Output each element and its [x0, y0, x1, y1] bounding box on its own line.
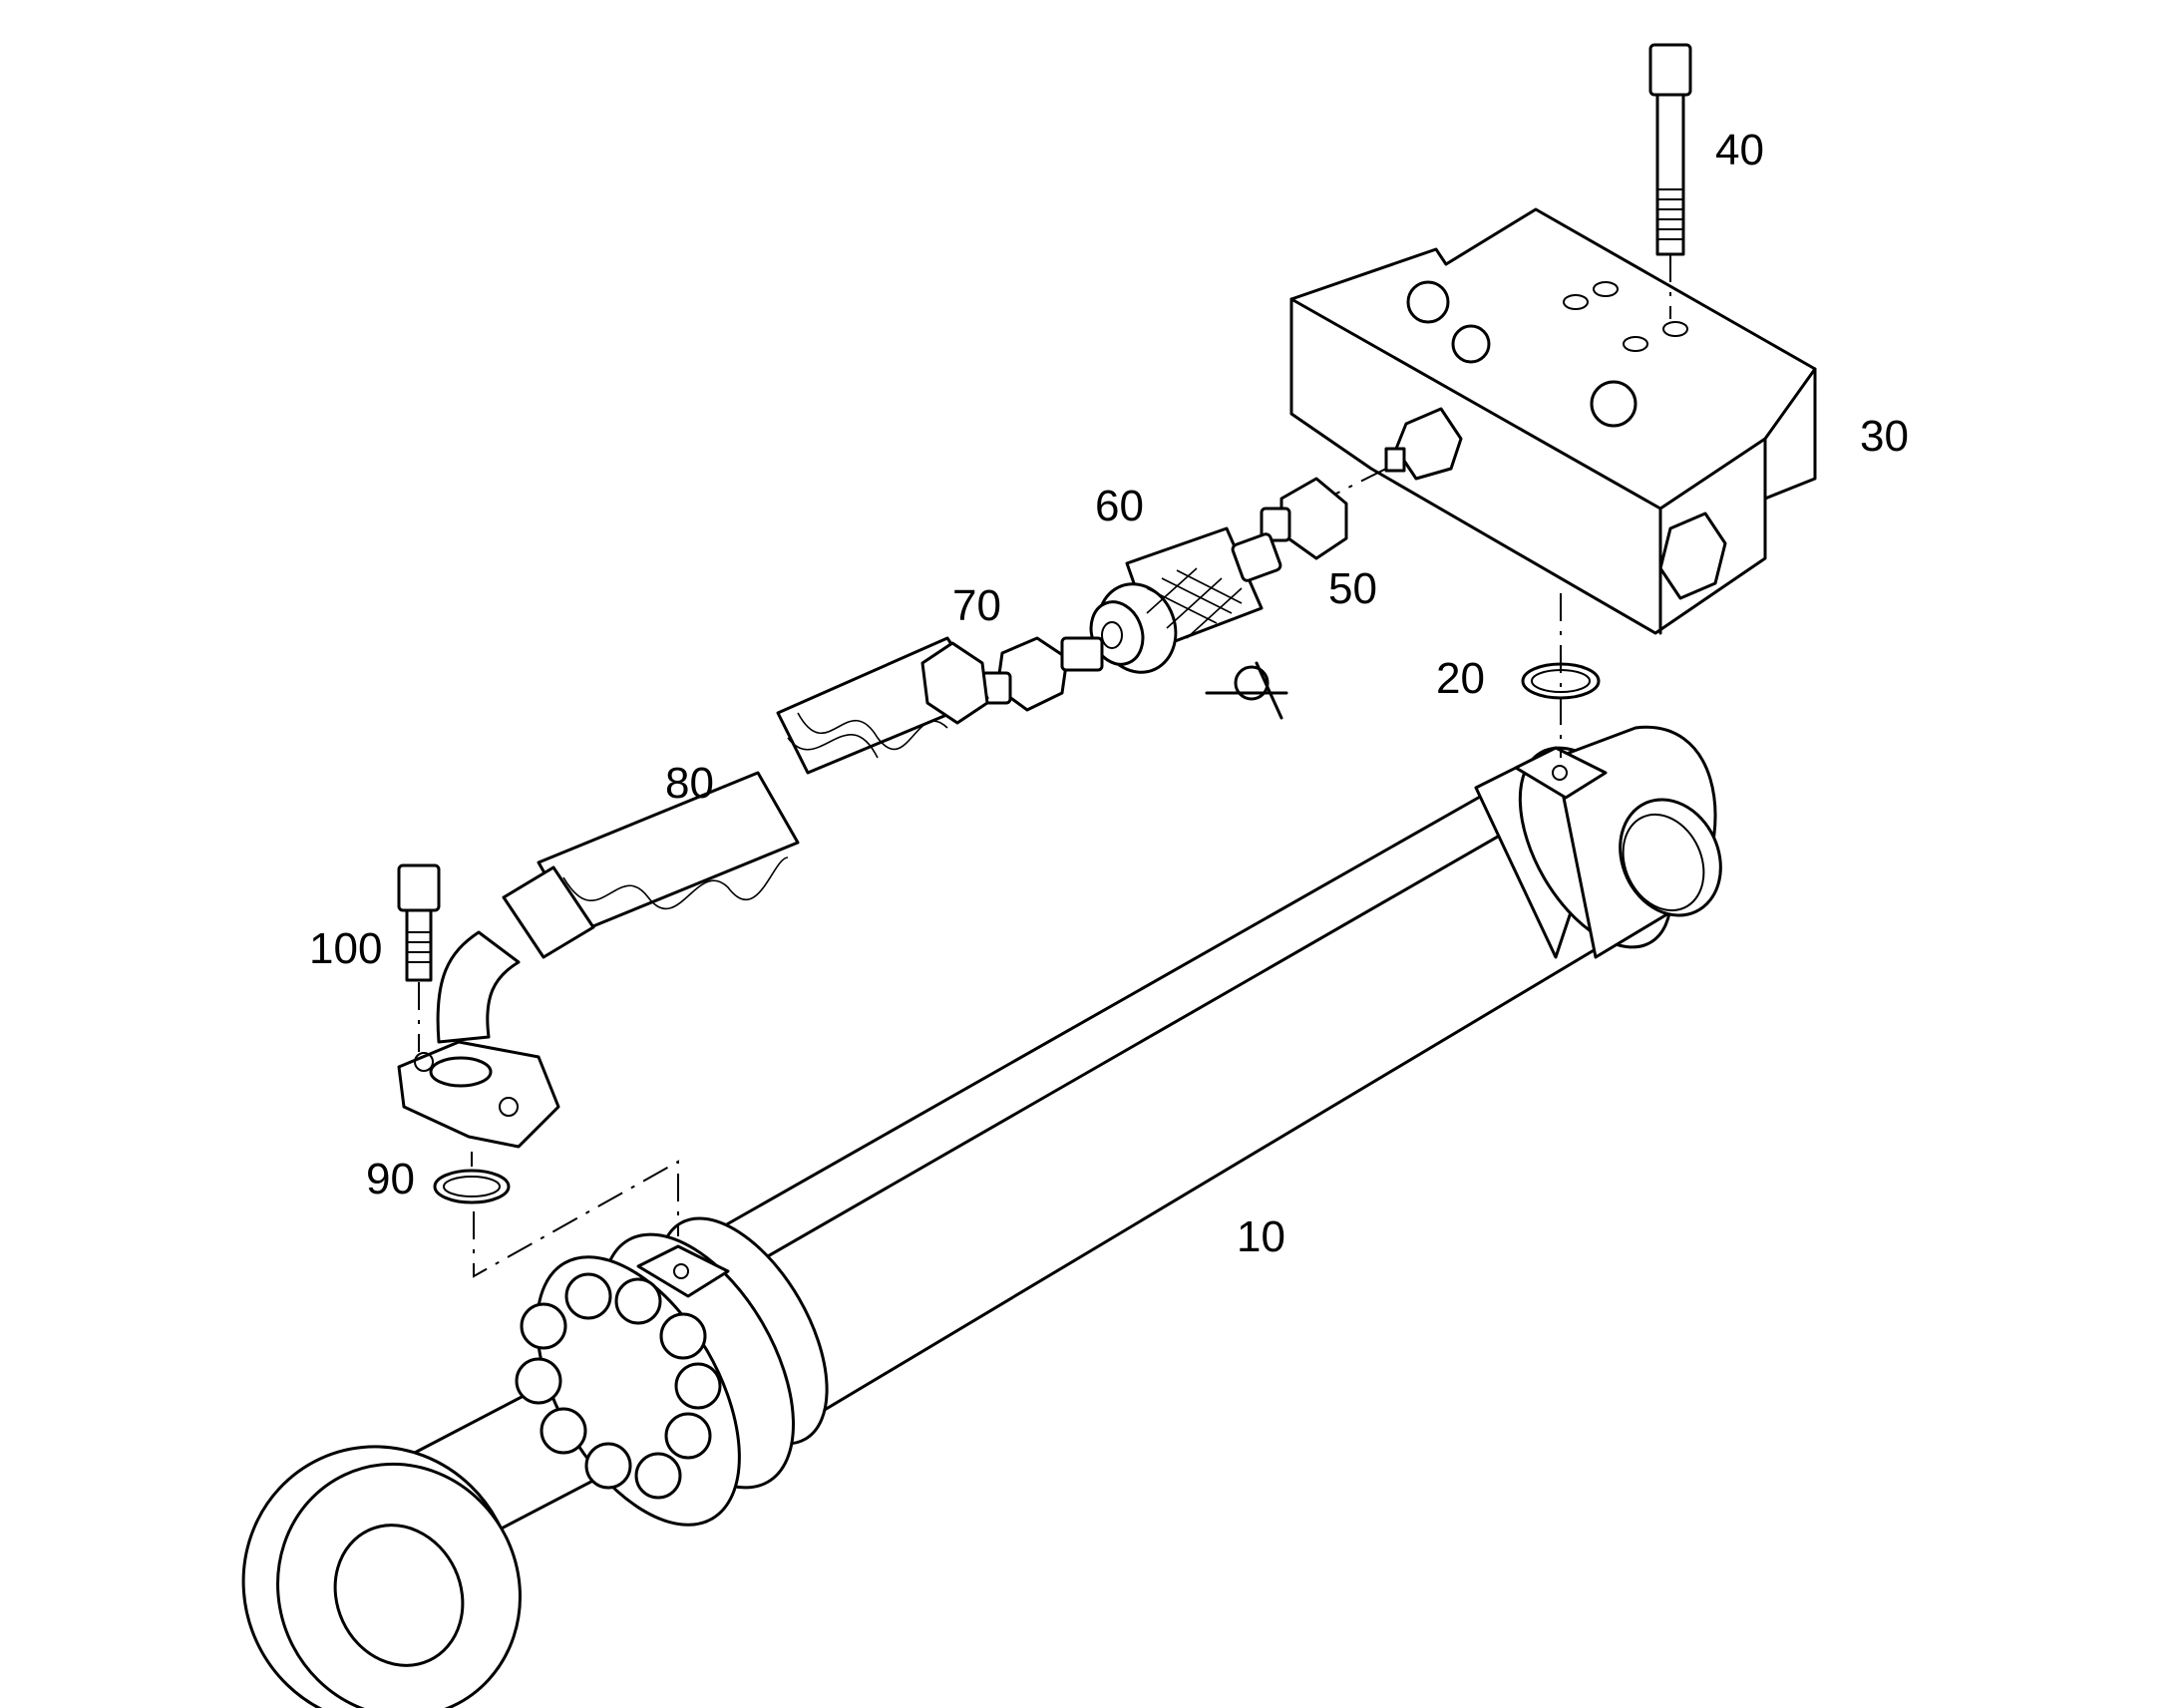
rod-eye [241, 1445, 522, 1708]
hydraulic-cylinder [241, 725, 1722, 1708]
callout-80: 80 [665, 759, 714, 808]
callout-90: 90 [366, 1155, 415, 1203]
valve-block [1289, 207, 1817, 635]
socket-screw-40 [1648, 43, 1692, 256]
head-eye [1554, 725, 1722, 959]
o-ring-90 [433, 1169, 511, 1204]
callout-10: 10 [1237, 1212, 1285, 1261]
callout-20: 20 [1436, 654, 1485, 703]
callout-50: 50 [1328, 564, 1377, 613]
callout-30: 30 [1860, 412, 1909, 461]
adapter-50 [1260, 477, 1348, 560]
adapter-70 [980, 636, 1104, 712]
callout-40: 40 [1715, 126, 1764, 174]
callout-60: 60 [1095, 482, 1144, 530]
test-coupling-60 [1089, 526, 1288, 720]
socket-screw-100 [397, 863, 441, 982]
gland-bolt-ring [515, 1272, 722, 1500]
callout-70: 70 [952, 581, 1001, 630]
callout-100: 100 [309, 924, 382, 973]
hose-80 [397, 636, 989, 1149]
